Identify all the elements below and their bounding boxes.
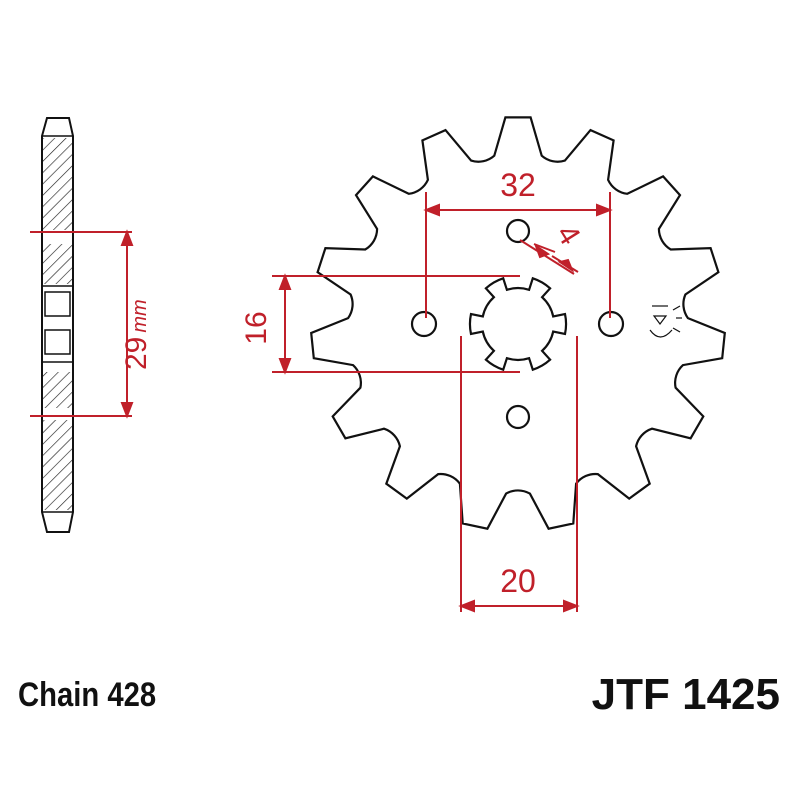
side-profile-hatch-low bbox=[43, 372, 72, 408]
part-number: JTF 1425 bbox=[591, 670, 780, 719]
bore-label: 20 bbox=[500, 563, 536, 599]
side-profile bbox=[41, 117, 74, 533]
bolt-hole-left bbox=[410, 310, 438, 338]
chain-label: Chain 428 bbox=[18, 676, 157, 714]
side-profile-hatch-bottom bbox=[43, 420, 72, 510]
thickness-label: 29mm bbox=[120, 299, 153, 370]
bolt-spacing-dimension bbox=[423, 192, 613, 318]
hub-step bbox=[44, 291, 71, 317]
hub-step bbox=[44, 329, 71, 355]
bolt-hole-bottom bbox=[505, 404, 531, 430]
height-label: 16 bbox=[240, 311, 273, 344]
spline-width-dimension bbox=[519, 239, 579, 275]
bolt-hole-top bbox=[505, 218, 531, 244]
bolt-spacing-label: 32 bbox=[500, 167, 536, 203]
bore-dimension bbox=[458, 336, 580, 613]
spline-bore bbox=[468, 276, 568, 372]
thickness-dimension bbox=[30, 229, 134, 419]
rotation-direction-icon bbox=[649, 305, 682, 338]
side-profile-hatch-top bbox=[43, 138, 72, 230]
height-dimension bbox=[272, 273, 520, 375]
side-profile-hatch-mid bbox=[43, 244, 72, 284]
